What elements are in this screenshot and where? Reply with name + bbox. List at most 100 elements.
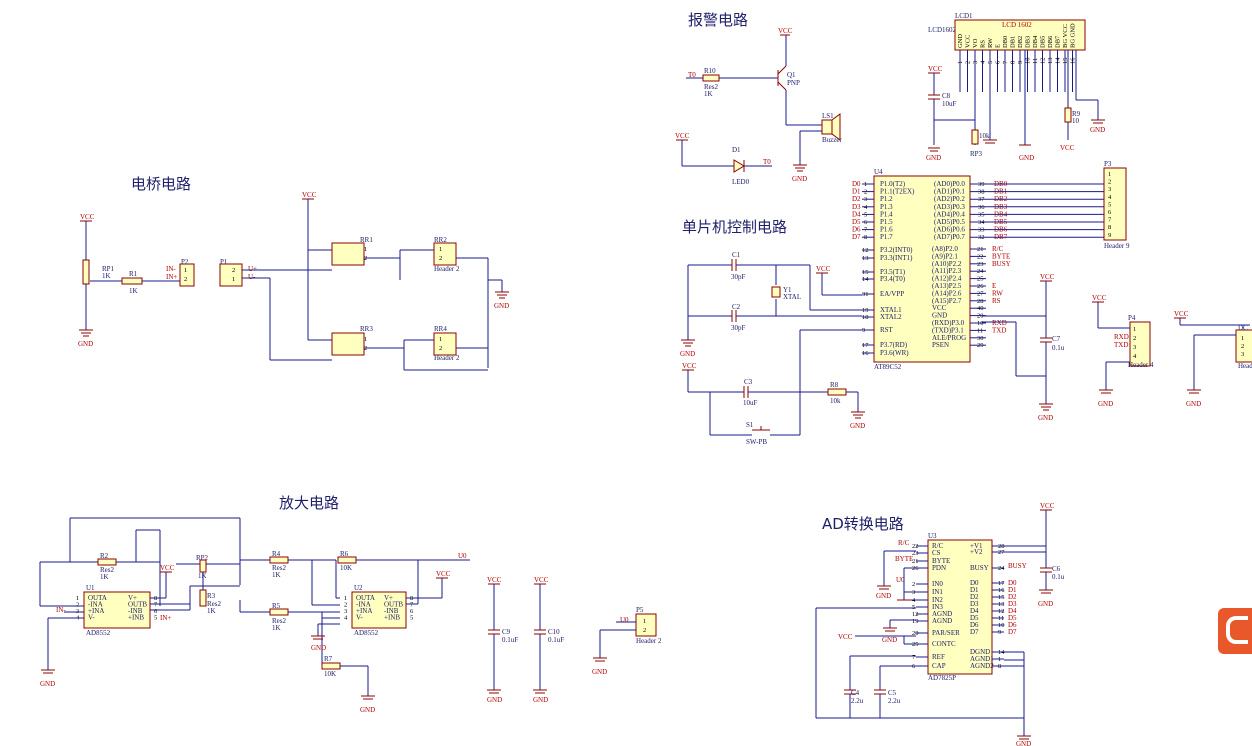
u4-pin-label: (A9)P2.1 (932, 252, 958, 260)
opamp-u1 (83, 591, 151, 629)
p4-txd: TXD (1114, 341, 1128, 349)
vcc-bridge-b: VCC (302, 191, 317, 199)
u4-pin-label: (AD3)P0.3 (934, 203, 965, 211)
opamp-pin-number: 1 (344, 595, 347, 602)
u3-pin-label: D1 (970, 586, 979, 594)
u3-pin-number: 21 (912, 558, 919, 565)
u3-pin-label: IN1 (932, 588, 943, 596)
u3-d-net: D0 (1008, 579, 1017, 587)
resistor-rr3 (331, 332, 365, 356)
rp3-value: 10k (979, 132, 990, 140)
q1-type: PNP (787, 79, 800, 87)
u4-pin-label: P3.2(INT0) (880, 246, 913, 254)
opamp-pin-number: 3 (344, 608, 347, 615)
bridge-circuit: VCC RP1 1K GND R1 1K P2 1 2 IN- IN+ P1 2… (78, 191, 509, 371)
u4-pin-label: (AD1)P0.1 (934, 188, 965, 196)
net-u0-amp: U0 (458, 552, 467, 560)
lcd-module: LCD1 LCD1602 LCD 1602 GND1VCC2VO3RS4RW5E… (926, 12, 1105, 162)
u3-pin-number: 20 (912, 630, 919, 637)
u4-pin-label: P3.6(WR) (880, 349, 909, 357)
u2-ref: U2 (354, 584, 363, 592)
connector-p5 (635, 613, 657, 637)
u4-pin-label: P1.1(T2EX) (880, 188, 915, 196)
opamp-pin-label: OUTB (384, 601, 403, 609)
y1-type: XTAL (783, 293, 801, 301)
opamp-pin-number: 2 (76, 602, 79, 609)
u3-pin-number: 22 (912, 543, 919, 550)
u4-pin-label: (A11)P2.3 (932, 267, 962, 275)
gnd-lcd-c: GND (1090, 126, 1105, 134)
u4-d-net: D0 (852, 180, 861, 188)
u4-ref: U4 (874, 168, 883, 176)
u4-pin-label: (AD5)P0.5 (934, 218, 965, 226)
u4-pin-label: (TXD)P3.1 (932, 326, 964, 334)
opamp-u2 (351, 591, 407, 629)
u4-d-net: D3 (852, 203, 861, 211)
gnd-p4: GND (1098, 400, 1113, 408)
r9-value: 10 (1072, 117, 1080, 125)
ls1-ref: LS1 (822, 112, 834, 120)
title-mcu: 单片机控制电路 (682, 218, 787, 236)
u4-d-net: D5 (852, 218, 861, 226)
opamp-pin-number: 5 (410, 615, 413, 622)
lcd-pin-number: 6 (995, 60, 1002, 64)
vcc-c10: VCC (534, 576, 549, 584)
u3-pin-number: 7 (912, 654, 916, 661)
r6-value: 10K (340, 564, 352, 572)
opamp-pin-label: OUTA (356, 594, 375, 602)
title-amp: 放大电路 (279, 494, 339, 512)
c8-ref: C8 (942, 92, 951, 100)
u3-d-net: D7 (1008, 628, 1017, 636)
r2-type: Res2 (100, 566, 115, 574)
u3-pin-label: R/C (932, 542, 944, 550)
lcd-pin-number: 4 (980, 60, 987, 64)
c9-value: 0.1uF (502, 636, 518, 644)
r3-value: 1K (207, 607, 216, 615)
u3-pin-label: D2 (970, 593, 979, 601)
c6-value: 0.1u (1052, 573, 1065, 581)
gnd-mcu-b: GND (850, 422, 865, 430)
r7-value: 10K (324, 670, 336, 678)
svg-text:2: 2 (439, 345, 442, 352)
u4-pin-label: P3.5(T1) (880, 268, 906, 276)
rp1-value: 1K (102, 272, 111, 280)
u4-p2-net: R/C (992, 245, 1004, 253)
u4-p2-net: E (992, 282, 996, 290)
r1-value: 1K (129, 287, 138, 295)
u3-pin-label: AGND1 (970, 655, 994, 663)
lcd-pin-number: 7 (1002, 60, 1009, 64)
gnd-amp-a: GND (40, 680, 55, 688)
opamp-pin-label: +INB (384, 614, 400, 622)
u3-pin-label: D0 (970, 579, 979, 587)
u2-type: AD8552 (354, 629, 379, 637)
opamp-pin-label: +INA (88, 607, 104, 615)
svg-text:2: 2 (439, 255, 442, 262)
c7-ref: C7 (1052, 335, 1061, 343)
u4-pin-label: XTAL1 (880, 306, 902, 314)
lcd-pin-label: RS (980, 40, 987, 48)
buzzer-ls1 (821, 119, 833, 135)
u3-pin-label: CONTC (932, 640, 956, 648)
u3-pin-label: AGND2 (970, 662, 994, 670)
u4-pin-label: XTAL2 (880, 313, 902, 321)
svg-text:4: 4 (1133, 353, 1137, 360)
r5-type: Res2 (272, 617, 287, 625)
gnd-mcu-a: GND (680, 350, 695, 358)
lcd-pin-label: VO (972, 38, 979, 48)
opamp-pin-label: V- (88, 614, 95, 622)
lcd-pin-label: DB2 (1017, 36, 1024, 48)
resistor-rr1 (331, 242, 365, 266)
pot-rp2 (199, 559, 207, 573)
opamp-pin-number: 6 (410, 608, 414, 615)
c5-ref: C5 (888, 689, 897, 697)
resistor-rr2 (433, 242, 457, 266)
r8-ref: R8 (830, 381, 839, 389)
connector-p3 (1103, 167, 1127, 241)
u3-pin-label: CS (932, 549, 941, 557)
u4-pin-label: (AD4)P0.4 (934, 210, 965, 218)
p3-pin-number: 3 (1108, 186, 1111, 193)
ls1-type: Buzzer (822, 136, 842, 144)
svg-text:2: 2 (184, 276, 187, 283)
